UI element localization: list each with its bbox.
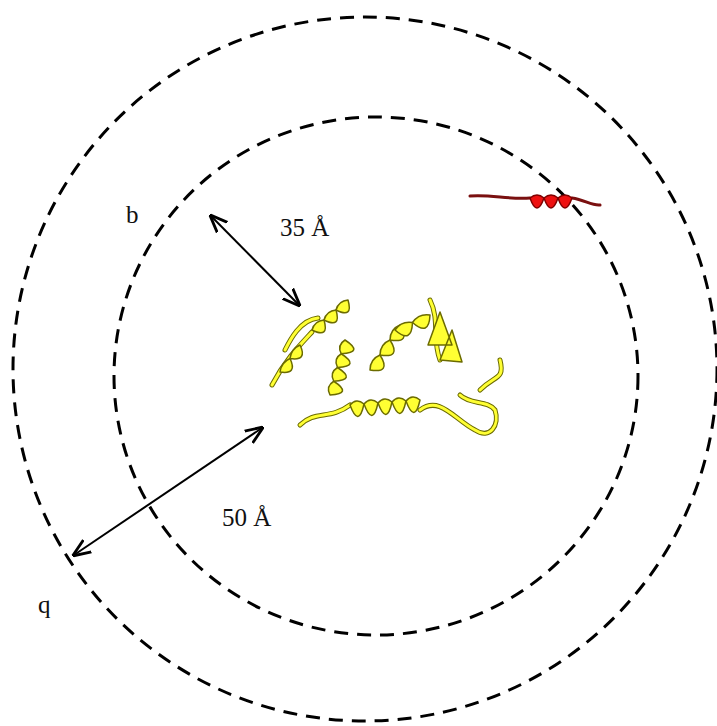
outer-circle xyxy=(13,17,717,721)
protein-cartoon xyxy=(272,300,501,433)
distance-arrow xyxy=(74,428,262,555)
helix-coil xyxy=(324,310,337,323)
helix-coil xyxy=(395,322,413,336)
helix-coil xyxy=(280,359,292,373)
helix-coil xyxy=(378,399,392,415)
helix-coil xyxy=(558,195,572,208)
helix-coil xyxy=(364,400,378,416)
helix-coil xyxy=(332,368,346,382)
helix-coil xyxy=(340,340,354,354)
helix-coil xyxy=(406,397,420,413)
helix-coil xyxy=(530,195,544,208)
label-text: b xyxy=(126,202,139,227)
helix-coil xyxy=(392,398,406,414)
helix-coil xyxy=(328,381,342,395)
inner-circle xyxy=(114,117,638,635)
helix-coil xyxy=(336,354,350,368)
helix-coil xyxy=(370,355,384,371)
helix-coil xyxy=(544,195,558,208)
helix-coil xyxy=(413,315,431,329)
helix-coil xyxy=(312,320,325,333)
label-text: q xyxy=(38,592,51,617)
dimension-label: 50 Å xyxy=(222,505,271,530)
dimension-label: 35 Å xyxy=(280,215,329,240)
helix-coil xyxy=(380,340,394,356)
helix-coil xyxy=(336,300,349,313)
peptide-cartoon xyxy=(470,195,600,208)
helix-coil xyxy=(350,401,364,417)
helix-coil xyxy=(290,345,302,359)
